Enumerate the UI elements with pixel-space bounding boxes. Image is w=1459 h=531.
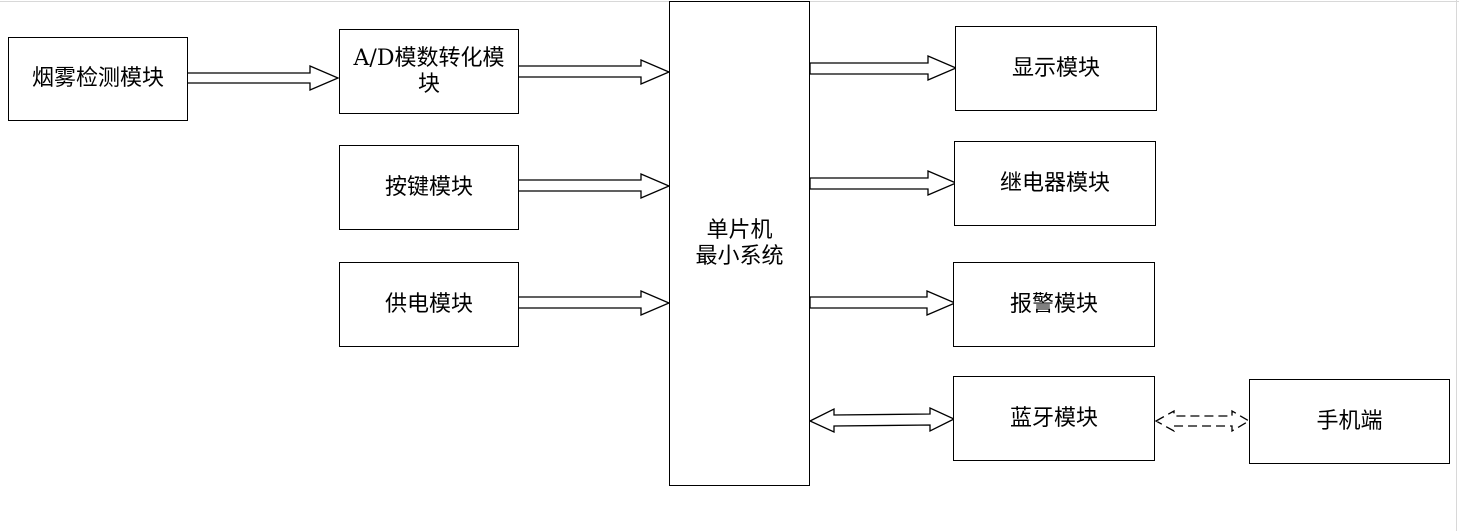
block-mcu-label-line2: 最小系统	[695, 243, 784, 269]
block-bluetooth: 蓝牙模块	[953, 376, 1155, 461]
block-adc-label-line2: 块	[417, 71, 440, 97]
dashed-double-arrow-bluetooth-phone	[1154, 409, 1251, 433]
block-alarm: 报警模块	[953, 262, 1155, 347]
arrow-mcu-to-alarm	[809, 290, 957, 316]
block-phone-label: 手机端	[1316, 408, 1383, 434]
arrow-adc-to-mcu	[517, 59, 671, 85]
arrow-mcu-to-display	[809, 55, 958, 81]
block-keys-label: 按键模块	[384, 174, 473, 200]
block-bluetooth-label: 蓝牙模块	[1009, 405, 1098, 431]
block-mcu-minimum-system: 单片机 最小系统	[669, 1, 810, 486]
block-power-supply-label: 供电模块	[384, 291, 473, 317]
arrow-smoke-to-adc	[186, 65, 340, 91]
frame-right-line	[1456, 0, 1457, 531]
block-smoke-detection: 烟雾检测模块	[8, 37, 188, 121]
block-display-label: 显示模块	[1011, 55, 1100, 81]
block-phone: 手机端	[1249, 379, 1450, 464]
double-arrow-mcu-bluetooth	[808, 406, 956, 434]
block-mcu-label-line1: 单片机	[706, 217, 773, 243]
block-power-supply: 供电模块	[339, 262, 519, 347]
block-smoke-detection-label: 烟雾检测模块	[31, 66, 164, 91]
block-display: 显示模块	[955, 26, 1157, 111]
block-relay-label: 继电器模块	[999, 170, 1110, 196]
arrow-power-to-mcu	[517, 290, 671, 316]
block-adc-label-line1: A/D模数转化模	[353, 45, 505, 71]
arrow-mcu-to-relay	[809, 170, 958, 196]
block-alarm-label: 报警模块	[1009, 291, 1098, 317]
block-adc-conversion: A/D模数转化模 块	[339, 29, 519, 114]
block-relay: 继电器模块	[954, 141, 1156, 226]
block-keys: 按键模块	[339, 145, 519, 230]
arrow-keys-to-mcu	[517, 173, 671, 199]
